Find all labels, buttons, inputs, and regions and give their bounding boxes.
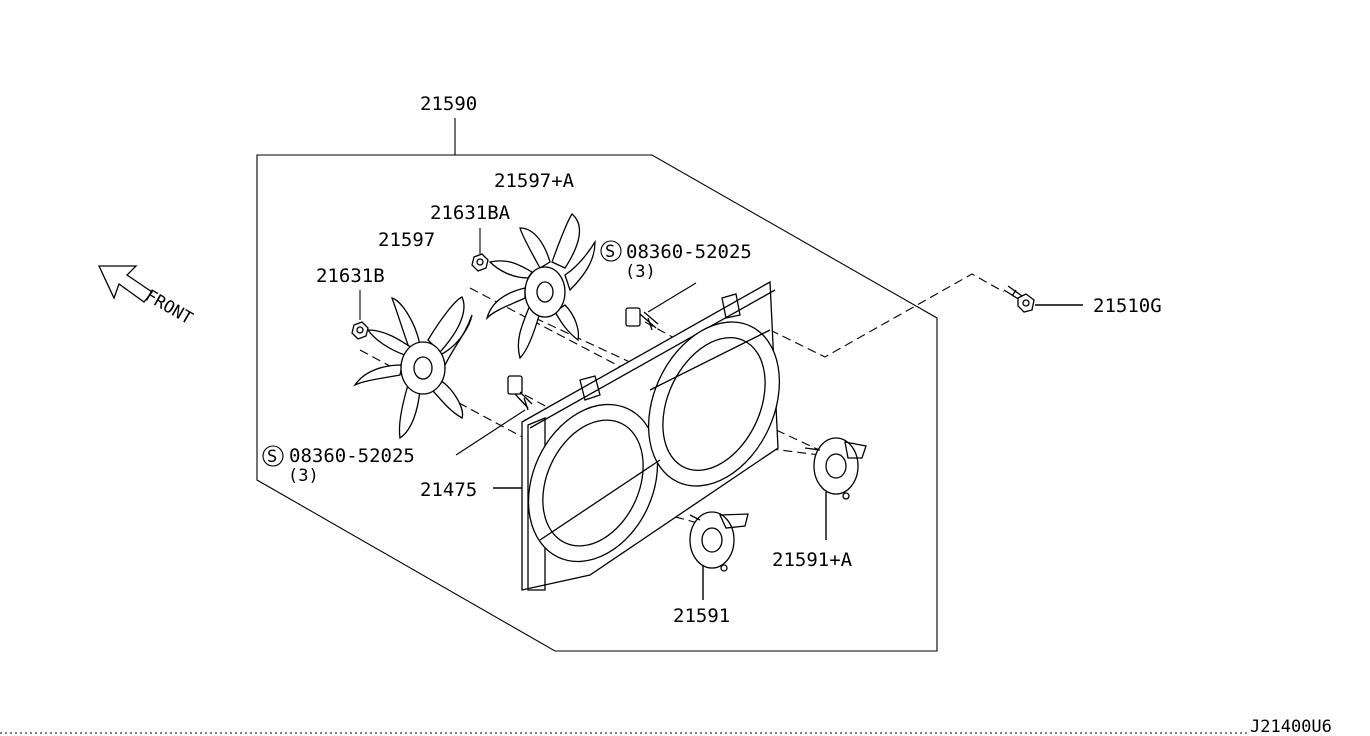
bolt-icon-upper [625,307,659,331]
callout-fan: 21597 [378,229,435,251]
fan-shroud [521,280,781,591]
assembly-boundary [256,154,938,652]
fan-blade-left [353,296,473,440]
callout-bolt-upper-qty: (3) [625,262,656,282]
motor-icon-lower [689,511,749,572]
s-symbol-icon-lower: S [262,445,284,467]
bolt-upper-leader [647,282,697,313]
callout-screw: 21510G [1093,295,1162,317]
bolt-icon-lower [507,375,533,411]
callout-bolt-lower: 08360-52025 [289,445,415,467]
bolt-lower-leader [455,409,526,456]
callout-nut-b: 21631B [316,265,385,287]
screw-icon [1003,285,1035,313]
svg-text:S: S [267,447,277,467]
callout-bolt-lower-qty: (3) [288,466,319,486]
callout-motor: 21591 [673,605,730,627]
front-label: FRONT [142,286,196,329]
callout-bolt-upper: 08360-52025 [626,241,752,263]
svg-text:S: S [605,242,615,262]
callout-motor-a: 21591+A [772,549,853,571]
nut-icon-left [351,321,369,340]
drawing-code: J21400U6 [1250,717,1332,736]
motor-icon-right [804,437,867,500]
fan-blade-upper [485,213,596,360]
front-arrow-icon [97,265,153,303]
callout-shroud: 21475 [420,479,477,501]
callout-nut-ba: 21631BA [430,202,511,224]
nut-icon-upper [471,253,489,272]
callout-fan-a: 21597+A [494,170,575,192]
s-symbol-icon-upper: S [600,240,622,262]
callout-assembly: 21590 [420,93,477,115]
